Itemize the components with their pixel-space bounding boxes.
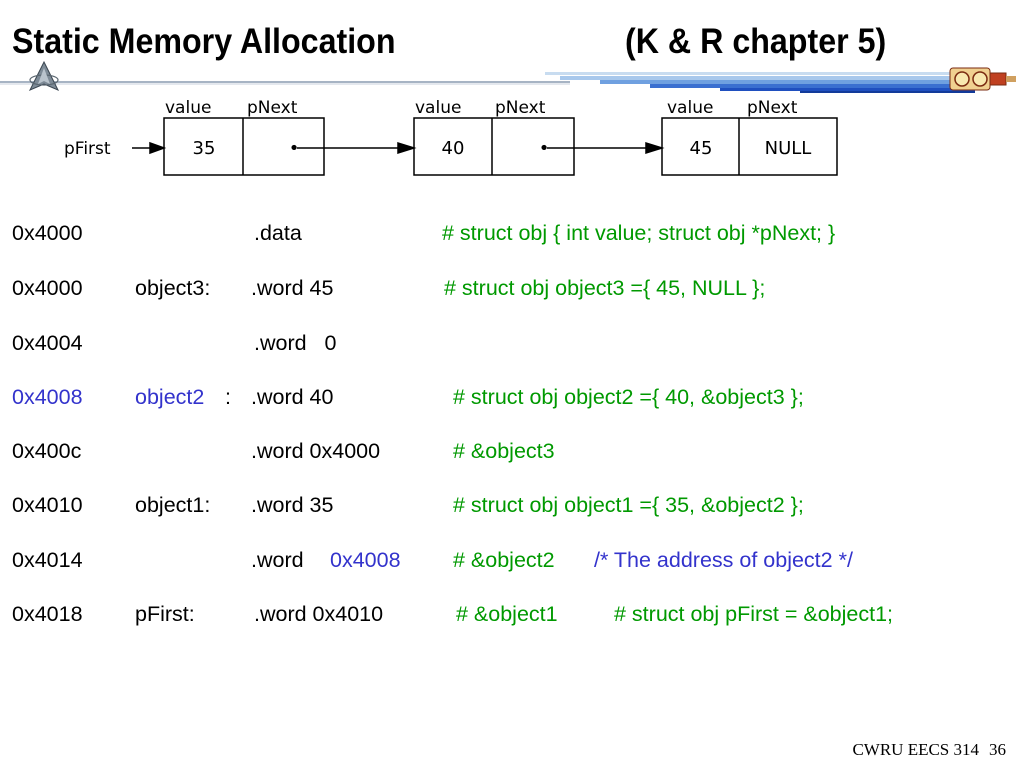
slide-footer: CWRU EECS 314 36 [842, 740, 1006, 760]
address: 0x4004 [12, 331, 83, 355]
instruction: .word 35 [251, 493, 334, 517]
label: object2 [135, 385, 205, 409]
instruction: .word 0 [254, 331, 337, 355]
arrowhead-logo-icon [28, 60, 60, 91]
comment: # struct obj { int value; struct obj *pN… [442, 221, 836, 245]
code-row: 0x4010 object1: .word 35 # struct obj ob… [12, 490, 1012, 520]
header-pnext-2: pNext [495, 98, 546, 118]
instruction: .data [254, 221, 302, 245]
address: 0x4014 [12, 548, 83, 572]
header-value-2: value [415, 98, 461, 118]
header-pnext-1: pNext [247, 98, 298, 118]
code-row: 0x4000 object3: .word 45 # struct obj ob… [12, 273, 1012, 303]
header-value-1: value [165, 98, 211, 118]
address: 0x4010 [12, 493, 83, 517]
code-row: 0x4008 object2 : .word 40 # struct obj o… [12, 382, 1012, 412]
address: 0x4000 [12, 276, 83, 300]
code-row: 0x4004 .word 0 [12, 328, 1012, 358]
address: 0x4000 [12, 221, 83, 245]
instruction: .word 45 [251, 276, 334, 300]
code-row: 0x4000 .data # struct obj { int value; s… [12, 218, 1012, 248]
head-label: pFirst [64, 139, 111, 159]
instruction-prefix: .word [251, 548, 310, 572]
instruction-highlight: 0x4008 [330, 548, 401, 572]
address: 0x4008 [12, 385, 83, 409]
node-2-value: 40 [442, 138, 465, 159]
header-value-3: value [667, 98, 713, 118]
code-row: 0x4014 .word 0x4008 # &object2 /* The ad… [12, 545, 1012, 575]
label: object3: [135, 276, 211, 300]
starship-icon [949, 67, 1016, 91]
comment: # struct obj object1 ={ 35, &object2 }; [453, 493, 804, 517]
comment: # &object2 [453, 548, 555, 572]
node-2-next: • [539, 138, 550, 159]
instruction: .word 0x4000 [251, 439, 381, 463]
label: object1: [135, 493, 211, 517]
page-number: 36 [989, 740, 1006, 759]
instruction: .word 0x4010 [254, 602, 384, 626]
linked-list-diagram: value pNext value pNext value pNext pFir… [62, 93, 842, 179]
node-3-next: NULL [765, 138, 812, 159]
slide-title: Static Memory Allocation [12, 22, 396, 61]
node-1-next: • [289, 138, 300, 159]
label-colon: : [225, 385, 231, 409]
comment-note: /* The address of object2 */ [588, 548, 853, 572]
node-3-value: 45 [690, 138, 713, 159]
comment: # struct obj object2 ={ 40, &object3 }; [453, 385, 804, 409]
node-1-box [163, 117, 325, 176]
header-decoration [0, 60, 1016, 93]
address: 0x4018 [12, 602, 83, 626]
node-3-box [661, 117, 838, 176]
address: 0x400c [12, 439, 82, 463]
node-2-box [413, 117, 575, 176]
comment: # &object3 [453, 439, 555, 463]
header-pnext-3: pNext [747, 98, 798, 118]
slide-title-reference: (K & R chapter 5) [625, 22, 887, 61]
code-row: 0x4018 pFirst: .word 0x4010 # &object1 #… [12, 599, 1012, 629]
comment-extra: # struct obj pFirst = &object1; [614, 602, 894, 626]
instruction: .word 40 [251, 385, 334, 409]
code-row: 0x400c .word 0x4000 # &object3 [12, 436, 1012, 466]
node-1-value: 35 [193, 138, 216, 159]
comment: # &object1 [456, 602, 558, 626]
course-label: CWRU EECS 314 [852, 740, 979, 759]
label: pFirst: [135, 602, 195, 626]
comment: # struct obj object3 ={ 45, NULL }; [444, 276, 766, 300]
